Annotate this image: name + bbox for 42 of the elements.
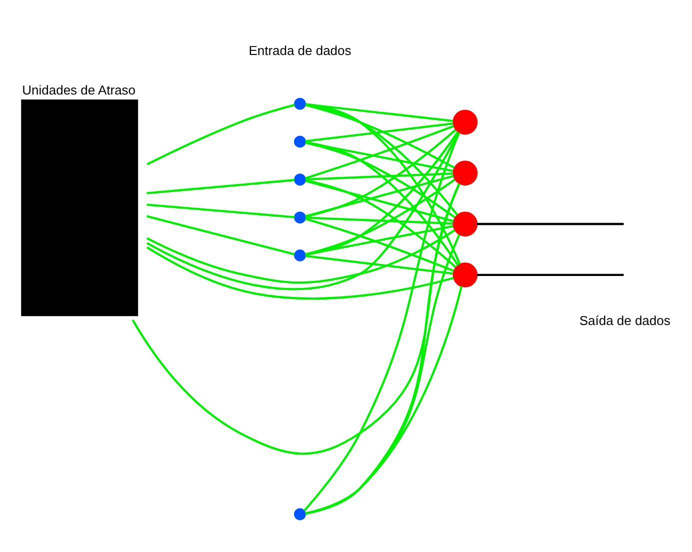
connector xyxy=(305,179,456,268)
connector xyxy=(305,142,456,218)
connector xyxy=(146,104,295,166)
connector xyxy=(305,129,456,218)
connector xyxy=(132,183,460,455)
connector xyxy=(305,178,456,256)
node-circle xyxy=(294,174,306,186)
label: Saída de dados xyxy=(579,312,670,328)
node-circle xyxy=(452,212,478,236)
node-circle xyxy=(452,160,478,186)
node-circle xyxy=(294,98,306,110)
connector xyxy=(305,218,454,272)
connector xyxy=(146,132,460,290)
connector xyxy=(146,178,295,194)
node-box xyxy=(21,99,138,316)
connector xyxy=(305,125,454,180)
connector xyxy=(305,142,454,172)
connector xyxy=(305,254,454,275)
connector xyxy=(305,172,454,181)
node-circle xyxy=(294,136,306,148)
connector xyxy=(305,104,455,169)
node-circle xyxy=(452,110,478,135)
connector xyxy=(303,132,460,512)
connector xyxy=(146,204,295,218)
connector xyxy=(146,246,454,300)
node-circle xyxy=(294,508,306,520)
connector xyxy=(305,216,454,225)
connector xyxy=(146,229,456,284)
connector xyxy=(305,103,458,216)
node-circle xyxy=(294,212,306,224)
label: Entrada de dados xyxy=(248,43,352,58)
connector xyxy=(477,274,624,276)
connector xyxy=(305,103,454,122)
node-circle xyxy=(294,249,306,262)
connector xyxy=(146,215,295,256)
connector xyxy=(477,222,624,226)
node-circle xyxy=(452,262,478,288)
connector xyxy=(305,122,454,142)
connector xyxy=(305,103,461,265)
node-label: Unidades de Atraso xyxy=(22,82,136,98)
connector xyxy=(305,183,460,515)
connector xyxy=(305,286,463,514)
